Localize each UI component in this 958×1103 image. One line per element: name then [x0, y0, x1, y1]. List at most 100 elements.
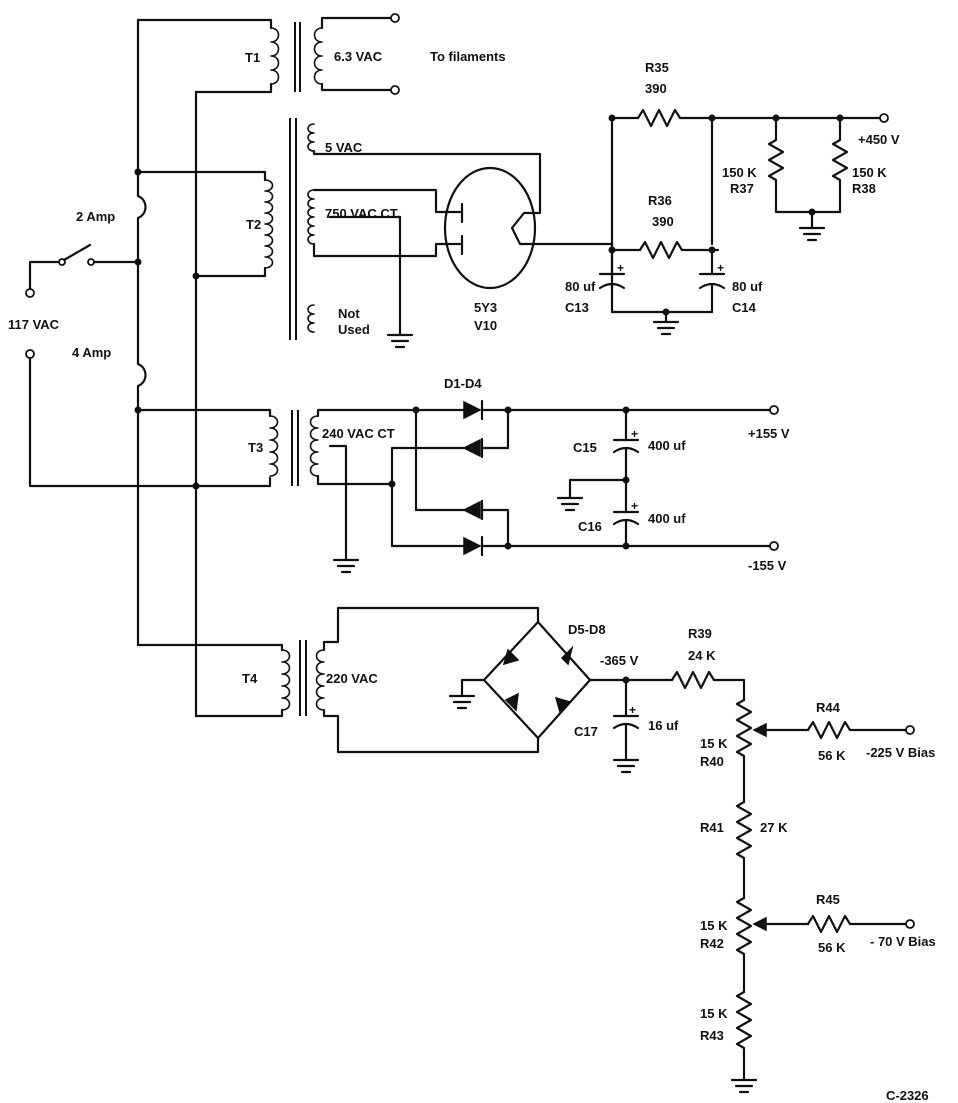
c17-label: C17: [574, 724, 598, 739]
minus365-label: -365 V: [600, 653, 639, 668]
ac-input-terminal-top[interactable]: [25, 288, 35, 298]
potentiometer-r40: [735, 698, 753, 804]
resistor-r44: [806, 720, 908, 740]
r41-label: R41: [700, 820, 724, 835]
r40-label: R40: [700, 754, 724, 769]
r38-value: 150 K: [852, 165, 887, 180]
capacitor-c17: [612, 678, 640, 762]
svg-text:+: +: [631, 499, 638, 513]
t1-voltage-label: 6.3 VAC: [334, 49, 383, 64]
t3-label: T3: [248, 440, 263, 455]
plus450-terminal[interactable]: [879, 113, 889, 123]
capacitor-c15: [612, 408, 640, 482]
figure-code: C-2326: [886, 1088, 929, 1103]
r40-value: 15 K: [700, 736, 728, 751]
filter-450v: R35 390 +450 V 150 K R37 150 K R38 R36 3…: [565, 60, 900, 336]
tube-ref-label: V10: [474, 318, 497, 333]
t2-5vac-label: 5 VAC: [325, 140, 363, 155]
t2-750vac-label: 750 VAC CT: [325, 206, 398, 221]
r37-label: R37: [730, 181, 754, 196]
plus155-label: +155 V: [748, 426, 790, 441]
power-switch: [58, 243, 95, 266]
diode-d3: [462, 500, 481, 520]
fuse-2amp: [136, 18, 147, 264]
c16-value: 400 uf: [648, 511, 686, 526]
diode-d4: [463, 536, 482, 556]
minus155-label: -155 V: [748, 558, 787, 573]
transformer-t4: T4 220 VAC D5-D8 R39 24 K -365 V C17 16 …: [136, 606, 936, 1103]
t1-secondary-coil: [313, 27, 323, 85]
d1d4-label: D1-D4: [444, 376, 482, 391]
r43-label: R43: [700, 1028, 724, 1043]
ground-symbol-r43: [730, 1078, 758, 1094]
capacitor-c16: [612, 478, 640, 548]
svg-text:+: +: [629, 703, 636, 717]
c14-value: 80 uf: [732, 279, 763, 294]
resistor-r43: [735, 990, 753, 1082]
ac-input-terminal-bottom[interactable]: [25, 349, 35, 359]
bridge-d5-d8: [482, 620, 592, 740]
c17-value: 16 uf: [648, 718, 679, 733]
transformer-t3: D1-D4 T3 240 VAC CT C15 400 uf +155 V C1…: [136, 376, 790, 574]
ac-hot-wire: [28, 260, 62, 291]
r37-value: 150 K: [722, 165, 757, 180]
capacitor-c14: [698, 248, 726, 314]
r42-value: 15 K: [700, 918, 728, 933]
ac-input-section: 117 VAC 2 Amp 4 Amp: [8, 18, 200, 718]
ground-symbol-c13: [652, 320, 680, 336]
r44-value: 56 K: [818, 748, 846, 763]
t2-primary-coil: [264, 179, 274, 269]
resistor-r35: [636, 108, 682, 128]
ground-symbol-t2: [386, 333, 414, 349]
diode-d1: [463, 400, 482, 420]
t3-primary-coil: [269, 415, 279, 477]
filament-terminal-2[interactable]: [390, 85, 400, 95]
filament-terminal-1[interactable]: [390, 13, 400, 23]
to-filaments-label: To filaments: [430, 49, 506, 64]
r45-label: R45: [816, 892, 840, 907]
transformer-t1: T1 6.3 VAC To filaments: [136, 13, 506, 95]
ac-input-label: 117 VAC: [8, 317, 60, 332]
c15-label: C15: [573, 440, 597, 455]
t4-label: T4: [242, 671, 258, 686]
fuse-4amp-label: 4 Amp: [72, 345, 111, 360]
bias70-label: - 70 V Bias: [870, 934, 936, 949]
t2-5vac-coil: [307, 123, 315, 152]
diode-d2: [462, 438, 481, 458]
minus155-terminal[interactable]: [769, 541, 779, 551]
r38-label: R38: [852, 181, 876, 196]
r41-value: 27 K: [760, 820, 788, 835]
c16-label: C16: [578, 519, 602, 534]
ground-symbol-bridge: [448, 694, 476, 710]
t4-voltage-label: 220 VAC: [326, 671, 378, 686]
r39-value: 24 K: [688, 648, 716, 663]
bias225-label: -225 V Bias: [866, 745, 935, 760]
plus155-terminal[interactable]: [769, 405, 779, 415]
ground-symbol-c15: [556, 496, 584, 512]
d5d8-label: D5-D8: [568, 622, 606, 637]
resistor-r45: [806, 914, 908, 934]
fuse-4amp: [136, 260, 147, 647]
ground-symbol-450v: [798, 226, 826, 242]
svg-text:+: +: [631, 427, 638, 441]
r35-value: 390: [645, 81, 667, 96]
bias225-terminal[interactable]: [905, 725, 915, 735]
not-used-label-1: Not: [338, 306, 360, 321]
rectifier-tube-5y3: [443, 166, 537, 290]
not-used-label-2: Used: [338, 322, 370, 337]
t4-secondary-coil: [315, 649, 325, 711]
resistor-r37: [767, 138, 842, 214]
t3-secondary-coil: [309, 415, 319, 477]
r44-label: R44: [816, 700, 841, 715]
bias70-terminal[interactable]: [905, 919, 915, 929]
resistor-r36: [638, 240, 684, 260]
t1-primary-coil: [270, 27, 280, 85]
svg-text:+: +: [717, 261, 724, 275]
r35-label: R35: [645, 60, 669, 75]
t2-unused-coil: [307, 304, 315, 333]
resistor-r38: [831, 138, 849, 214]
t3-voltage-label: 240 VAC CT: [322, 426, 395, 441]
t4-primary-coil: [281, 649, 291, 711]
potentiometer-r42: [735, 896, 753, 994]
